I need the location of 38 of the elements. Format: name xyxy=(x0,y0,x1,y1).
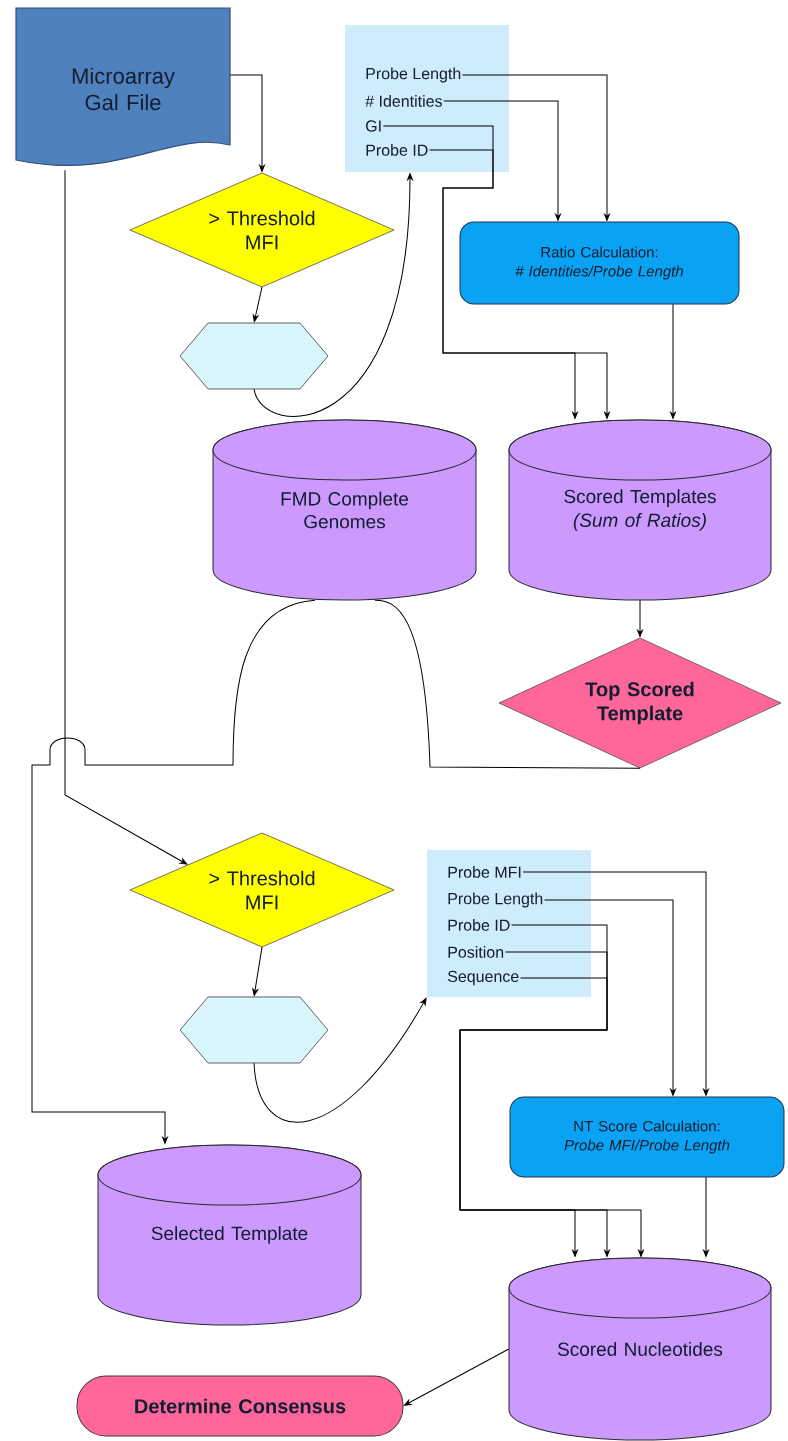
field-label: Probe ID xyxy=(366,144,428,156)
field-label: Probe Length xyxy=(448,892,543,908)
arrow xyxy=(252,946,263,996)
arrow xyxy=(462,74,610,221)
process-box: NT Score Calculation: Probe MFI/Probe Length xyxy=(509,1096,785,1178)
arrow xyxy=(670,303,676,419)
field-label: Probe Length xyxy=(366,67,461,83)
connector-line xyxy=(374,599,641,769)
arrow xyxy=(522,871,709,1096)
arrow xyxy=(253,997,427,1123)
database-cylinder: Selected Template xyxy=(97,1144,362,1326)
arrow xyxy=(229,74,265,172)
arrow xyxy=(637,599,643,637)
arrow xyxy=(31,599,316,1144)
process-box: Ratio Calculation: # Identities/Probe Length xyxy=(459,221,740,305)
field-panel xyxy=(345,25,509,172)
arrow xyxy=(459,977,644,1257)
arrow xyxy=(703,1176,709,1257)
arrow xyxy=(443,100,561,221)
field-label: # Identities xyxy=(365,95,442,107)
arrow xyxy=(382,125,578,419)
hexagon-shape xyxy=(179,322,329,390)
arrow xyxy=(253,173,413,417)
field-label: Position xyxy=(448,946,504,958)
database-cylinder: Scored Nucleotides xyxy=(508,1257,772,1441)
field-panel xyxy=(427,850,591,997)
field-label: Probe ID xyxy=(448,919,510,931)
arrow xyxy=(544,899,676,1096)
database-cylinder: Scored Templates (Sum of Ratios) xyxy=(508,419,772,601)
database-cylinder: FMD Complete Genomes xyxy=(212,419,477,601)
field-label: Sequence xyxy=(447,970,519,986)
arrow xyxy=(429,149,610,419)
arrow xyxy=(403,1348,510,1406)
field-label: GI xyxy=(366,120,381,132)
arrow xyxy=(64,169,188,865)
hexagon-shape xyxy=(179,996,329,1064)
arrow xyxy=(252,286,263,322)
field-label: Probe MFI xyxy=(448,866,521,878)
